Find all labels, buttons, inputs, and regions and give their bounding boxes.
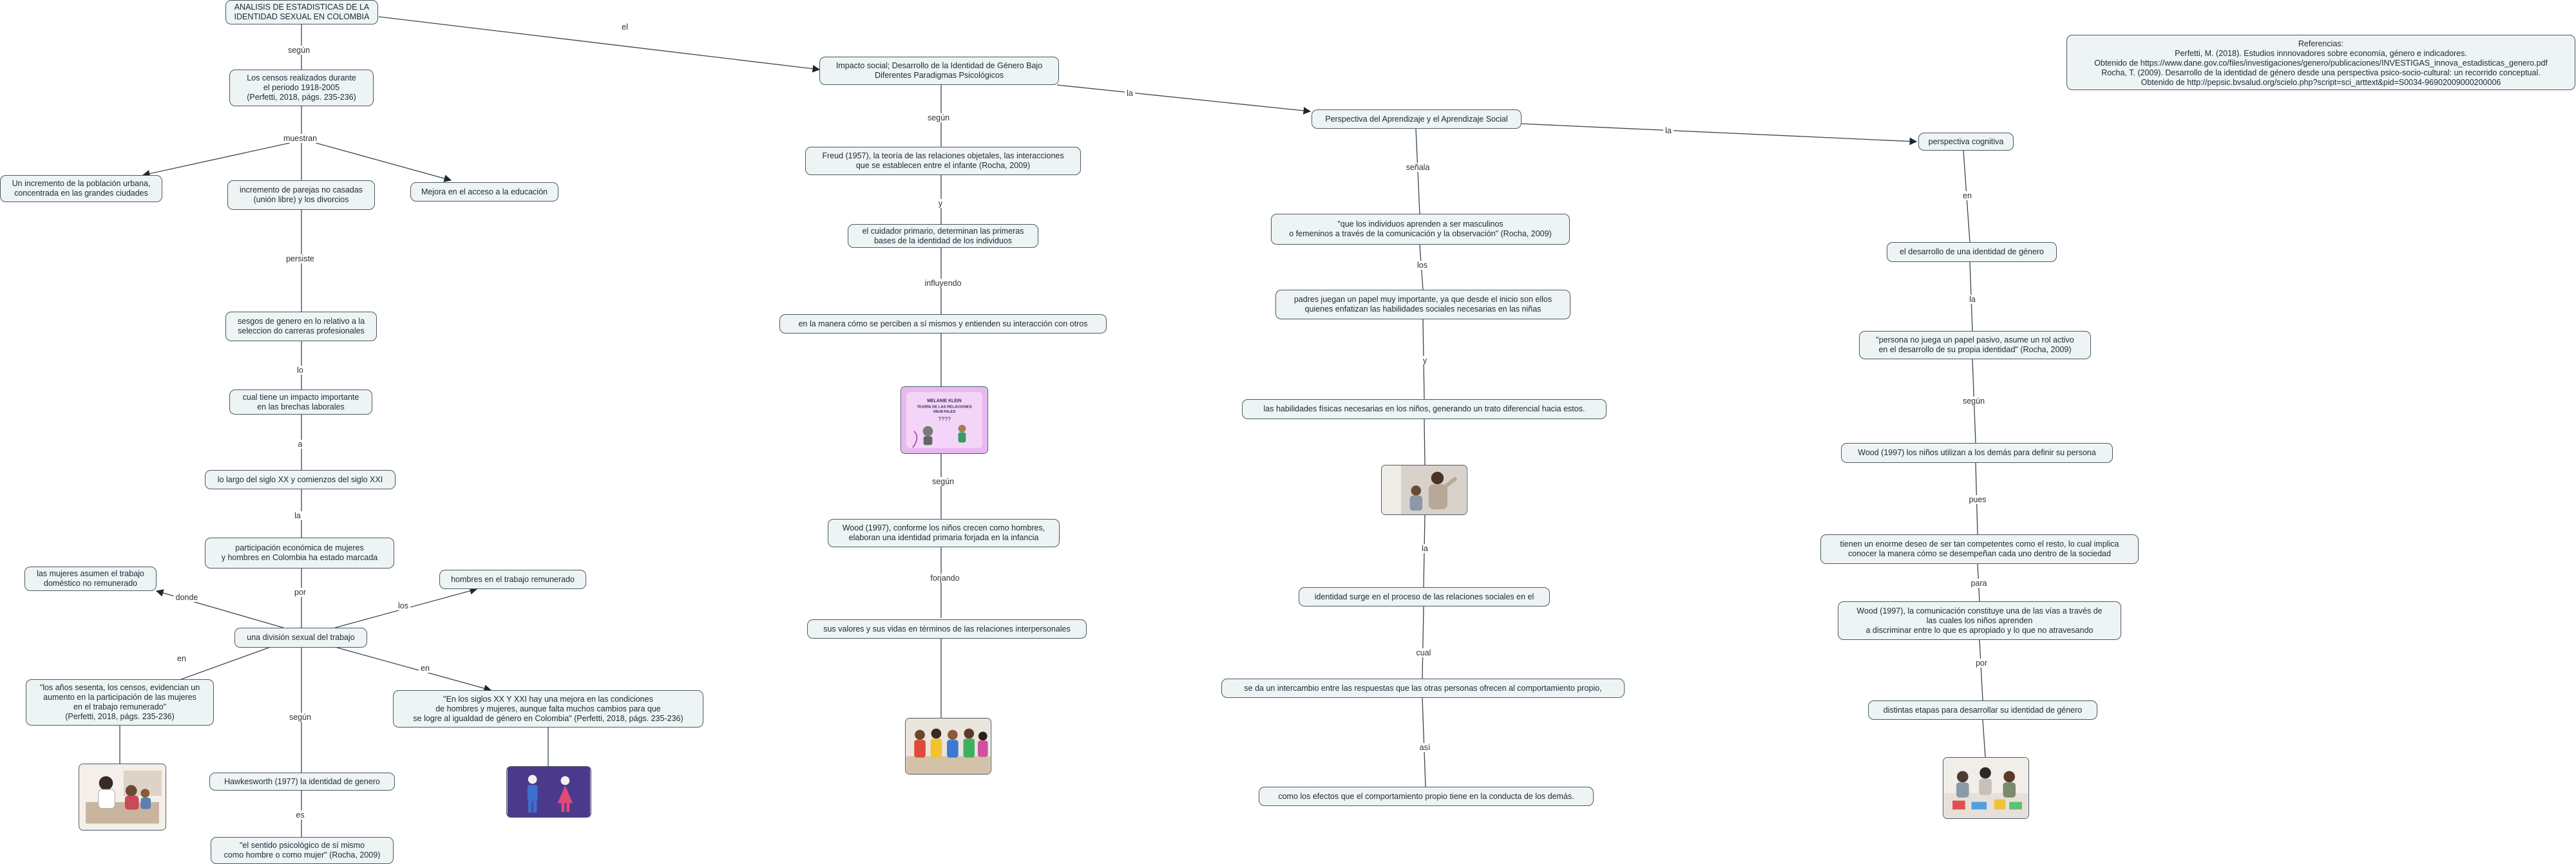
edge-label-lo: lo: [295, 366, 305, 375]
node-perciben[interactable]: en la manera cómo se perciben a sí mismo…: [779, 314, 1107, 333]
node-siglos-xx-xxi[interactable]: "En los siglos XX Y XXI hay una mejora e…: [393, 690, 703, 728]
edge-label-persiste: persiste: [284, 254, 316, 263]
image-pareja-iconos[interactable]: [506, 766, 591, 818]
edge-label-a: a: [296, 440, 305, 449]
node-educacion[interactable]: Mejora en el acceso a la educación: [410, 182, 558, 202]
node-censos[interactable]: Los censos realizados durante el periodo…: [229, 70, 374, 106]
node-wood-definir[interactable]: Wood (1997) los niños utilizan a los dem…: [1841, 443, 2113, 463]
edge-label-segun-2: según: [287, 713, 314, 722]
node-anos-sesenta[interactable]: "los años sesenta, los censos, evidencia…: [26, 679, 214, 726]
edge-label-la-1: la: [292, 511, 303, 520]
edge-label-la-4: la: [1420, 544, 1430, 553]
image-padre-hijo[interactable]: [1381, 465, 1467, 515]
edge-label-muestran: muestran: [281, 134, 320, 143]
node-titulo[interactable]: ANALISIS DE ESTADISTICAS DE LA IDENTIDAD…: [225, 0, 378, 24]
edge-label-influyendo: influyendo: [922, 279, 964, 288]
node-impacto-brechas[interactable]: cual tiene un impacto importante en las …: [229, 390, 372, 415]
svg-text:MELANIE KLEIN: MELANIE KLEIN: [927, 399, 961, 404]
node-sentido-psicologico[interactable]: "el sentido psicológico de sí mismo como…: [211, 837, 394, 864]
node-impacto-social[interactable]: Impacto social; Desarrollo de la Identid…: [819, 57, 1059, 85]
edge-label-la-2: la: [1125, 89, 1135, 98]
node-padres[interactable]: padres juegan un papel muy importante, y…: [1275, 290, 1570, 319]
node-parejas[interactable]: incremento de parejas no casadas (unión …: [227, 180, 375, 210]
node-sesgos[interactable]: sesgos de genero en lo relativo a la sel…: [225, 312, 377, 341]
node-papel-pasivo[interactable]: "persona no juega un papel pasivo, asume…: [1859, 331, 2091, 359]
edge-label-asi: así: [1417, 743, 1433, 752]
node-cuidador[interactable]: el cuidador primario, determinan las pri…: [848, 224, 1038, 248]
node-trabajo-domestico[interactable]: las mujeres asumen el trabajo doméstico …: [24, 567, 157, 591]
node-habilidades-fisicas[interactable]: las habilidades físicas necesarias en lo…: [1242, 399, 1607, 419]
edge-label-la-3: la: [1663, 126, 1674, 135]
edge-label-y-1: y: [936, 199, 945, 208]
edge-label-la-5: la: [1967, 295, 1978, 304]
edge-label-segun-5: según: [1960, 397, 1987, 406]
node-deseo-competentes[interactable]: tienen un enorme deseo de ser tan compet…: [1820, 534, 2139, 564]
node-aprendizaje-social[interactable]: Perspectiva del Aprendizaje y el Aprendi…: [1312, 109, 1522, 129]
woman-icon: [557, 776, 573, 812]
edge-label-en-3: en: [1961, 191, 1974, 200]
node-freud[interactable]: Freud (1957), la teoría de las relacione…: [805, 147, 1081, 175]
edge-label-los-2: los: [1415, 261, 1429, 270]
edge-label-el: el: [620, 23, 630, 32]
node-trabajo-remunerado[interactable]: hombres en el trabajo remunerado: [439, 570, 586, 589]
node-division-sexual[interactable]: una división sexual del trabajo: [234, 628, 367, 648]
edge-label-forjando: forjando: [928, 574, 962, 583]
man-icon: [527, 775, 538, 813]
references-box[interactable]: Referencias: Perfetti, M. (2018). Estudi…: [2066, 35, 2575, 90]
node-hawkesworth[interactable]: Hawkesworth (1977) la identidad de gener…: [209, 773, 395, 791]
node-perspectiva-cognitiva[interactable]: perspectiva cognitiva: [1918, 133, 2014, 151]
svg-text:????: ????: [938, 416, 951, 422]
svg-text:OBJETALES: OBJETALES: [933, 410, 956, 414]
image-teoria-relaciones-objetales[interactable]: MELANIE KLEIN TEORÍA DE LAS RELACIONES O…: [901, 386, 988, 454]
node-distintas-etapas[interactable]: distintas etapas para desarrollar su ide…: [1868, 700, 2097, 720]
edge-label-pues: pues: [1967, 495, 1989, 504]
node-valores[interactable]: sus valores y sus vidas en términos de l…: [807, 619, 1087, 639]
father-child-icon: [1382, 465, 1467, 514]
node-siglo[interactable]: lo largo del siglo XX y comienzos del si…: [205, 470, 396, 489]
edge-label-senala: señala: [1404, 163, 1432, 172]
edge-label-es: es: [294, 811, 307, 820]
edge-label-en-2: en: [419, 664, 432, 673]
edge-label-los-1: los: [396, 601, 410, 610]
edge-label-segun-1: según: [285, 46, 312, 55]
node-identidad-surge[interactable]: identidad surge en el proceso de las rel…: [1299, 587, 1550, 606]
edge-label-donde: donde: [173, 593, 200, 602]
drawing-kids-icon: [1943, 758, 2028, 818]
image-madre-hijos[interactable]: [79, 764, 166, 831]
node-masculinos[interactable]: "que los individuos aprenden a ser mascu…: [1271, 214, 1570, 245]
image-ninos-grupo[interactable]: [905, 718, 991, 775]
edge-label-en-1: en: [175, 654, 188, 663]
edge-label-por-2: por: [1973, 659, 1990, 668]
node-efectos[interactable]: como los efectos que el comportamiento p…: [1259, 787, 1594, 806]
node-desarrollo-identidad[interactable]: el desarrollo de una identidad de género: [1887, 242, 2057, 262]
svg-text:TEORÍA DE LAS RELACIONES: TEORÍA DE LAS RELACIONES: [917, 404, 971, 409]
edge-label-segun-4: según: [930, 477, 957, 486]
node-wood-forjada[interactable]: Wood (1997), conforme los niños crecen c…: [828, 519, 1060, 547]
edge-label-y-2: y: [1420, 356, 1429, 365]
node-intercambio[interactable]: se da un intercambio entre las respuesta…: [1221, 679, 1625, 698]
mother-child-icon: [79, 764, 166, 830]
image-dibujo-ninos[interactable]: [1943, 757, 2029, 819]
node-poblacion-urbana[interactable]: Un incremento de la población urbana, co…: [0, 175, 162, 202]
node-wood-comunicacion[interactable]: Wood (1997), la comunicación constituye …: [1838, 601, 2121, 640]
edge-label-segun-3: según: [925, 113, 952, 122]
edge-label-por-1: por: [292, 588, 309, 597]
edge-label-cual: cual: [1414, 648, 1433, 657]
node-participacion[interactable]: participación económica de mujeres y hom…: [205, 538, 394, 568]
children-icon: [906, 718, 991, 774]
edge-label-para: para: [1969, 579, 1989, 588]
